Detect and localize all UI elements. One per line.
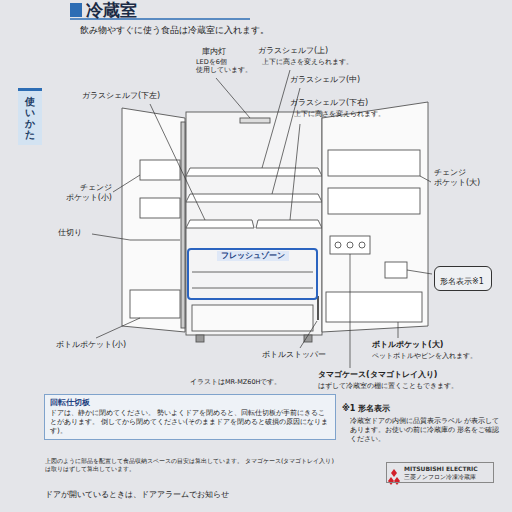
bottle-pocket-small [130, 290, 180, 318]
part-label: チェンジ ポケット(小) [50, 183, 112, 203]
leader-lines [92, 70, 432, 368]
leader-line [96, 318, 140, 338]
part-label: ペットボトルやビンを入れます。 [372, 352, 502, 360]
box-heading: MITSUBISHI ELECTRIC [404, 465, 490, 473]
leader-line [300, 321, 317, 348]
part-label: ガラスシェルフ(上) [258, 46, 353, 56]
divider [130, 240, 180, 241]
model-label-box: 形名表示※1 [434, 266, 492, 291]
model-label-spot [385, 262, 407, 278]
foot [196, 335, 204, 342]
leader-line [350, 254, 351, 368]
part-label: ボトルポケット(小) [56, 340, 146, 350]
box-text: 三菱ノンフロン冷凍冷蔵庫 [404, 473, 490, 481]
shelf-top [186, 168, 322, 176]
box-heading: フレッシュゾーン [217, 251, 289, 261]
box-text: ドアは、静かに閉めてください。 勢いよくドアを閉めると、回転仕切板が手前にきるこ… [50, 408, 330, 435]
bottle-pocket-large [326, 292, 422, 322]
egg-slot [335, 242, 341, 248]
part-label: ドアが開いているときは、ドアアラームでお知らせ [45, 490, 345, 500]
shelf-middle [186, 194, 322, 202]
part-label: 冷蔵室ドアの内側に品質表示ラベル が表示してあります。お使いの前に冷蔵庫の 形名… [350, 417, 505, 443]
egg-case [330, 236, 370, 254]
part-label: ボトルポケット(大) [372, 340, 472, 350]
part-label: ボトルストッパー [262, 350, 352, 360]
leader-line [420, 176, 431, 182]
page-title: 冷蔵室 [86, 0, 137, 21]
part-label: ※1 形名表示 [342, 404, 442, 414]
change-pocket-large [328, 188, 420, 214]
part-label: タマゴケース(タマゴトレイ入り) [318, 370, 478, 380]
fresh-zone: フレッシュゾーン [187, 248, 318, 300]
part-label: 庫内灯 [202, 47, 242, 57]
part-label: 飲み物やすぐに使う食品は冷蔵室に入れます。 [80, 25, 410, 36]
leader-line [113, 175, 140, 192]
part-label: ガラスシェルフ(下右) [290, 98, 390, 108]
logo-diamond [391, 469, 397, 477]
part-label: ガラスシェルフ(中) [290, 75, 380, 85]
part-label: はずして冷蔵室の棚に置くこともできます。 [318, 382, 498, 390]
foot [304, 335, 312, 342]
leader-line [290, 124, 300, 220]
part-label: チェンジ ポケット(大) [434, 168, 498, 188]
egg-slot [359, 242, 365, 248]
rotating-partition [181, 122, 185, 328]
part-label: イラストはMR-MZ60Hです。 [190, 378, 310, 386]
shelf-lower-left [186, 220, 254, 228]
note-box: 回転仕切板ドアは、静かに閉めてください。 勢いよくドアを閉めると、回転仕切板が手… [44, 394, 336, 440]
right-door [322, 102, 428, 332]
change-pocket-small [140, 198, 180, 218]
heading-mark [70, 3, 82, 17]
part-label: 仕切り [58, 228, 98, 238]
box-heading: 形名表示※1 [440, 277, 484, 287]
change-pocket-small [140, 160, 180, 180]
shelf-lower-right [256, 220, 322, 228]
part-label: 上図のように部品を配置して食品収納スペースの目安は算出しています。 タマゴケース… [45, 457, 337, 473]
side-tab: 使いかた [18, 88, 42, 145]
box-heading: 使いかた [25, 96, 35, 140]
logo-diamond [388, 477, 394, 485]
part-label: LEDを6個 使用しています。 [196, 58, 254, 74]
drawer-line [192, 288, 313, 289]
egg-slot [347, 242, 353, 248]
leader-line [262, 70, 290, 168]
drawer-line [192, 272, 313, 273]
left-door [122, 108, 185, 332]
leader-line [150, 104, 205, 220]
box-heading: 回転仕切板 [50, 398, 330, 408]
logo-diamond [394, 477, 400, 485]
leader-line [407, 270, 432, 274]
cabinet [186, 112, 322, 335]
fridge [122, 102, 428, 342]
part-label: ガラスシェルフ(下左) [82, 91, 177, 101]
bottom-tray [192, 305, 313, 331]
leader-line [216, 78, 250, 118]
part-label: 上下に高さを変えられます。 [294, 110, 394, 118]
change-pocket-large [328, 150, 420, 176]
part-label: 上下に高さを変えられます。 [262, 58, 362, 66]
bottle-stopper [317, 296, 319, 320]
leader-line [92, 234, 130, 240]
leader-line [398, 322, 399, 338]
rating-sticker: MITSUBISHI ELECTRIC三菱ノンフロン冷凍冷蔵庫 [386, 462, 494, 483]
interior-light [240, 118, 270, 123]
